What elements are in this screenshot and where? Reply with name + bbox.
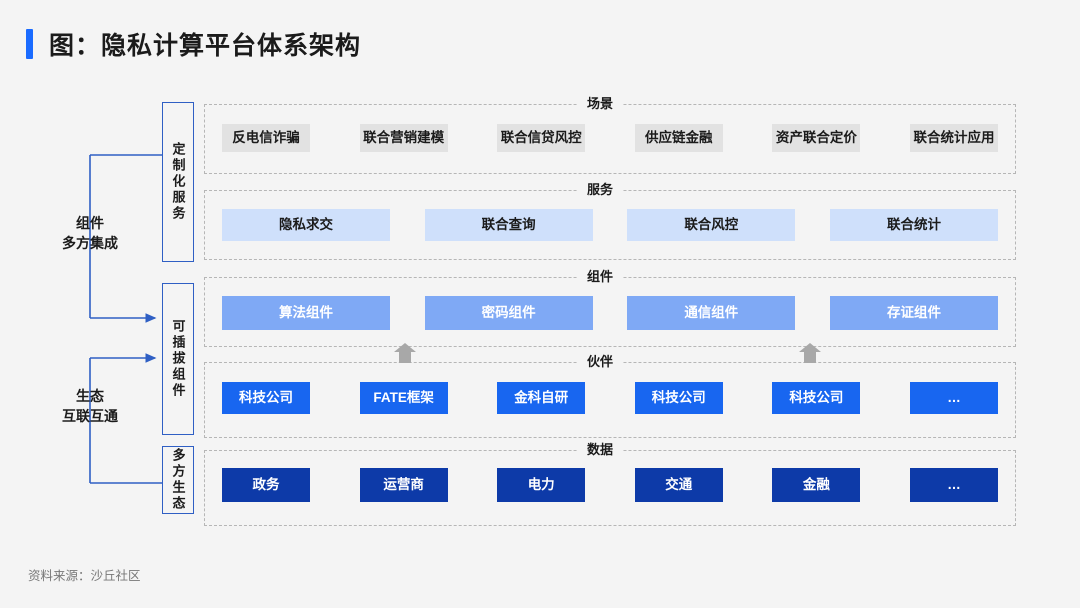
group-caption-integration-line1: 组件 <box>76 215 104 231</box>
component-cell[interactable]: 存证组件 <box>829 296 998 330</box>
data-cell[interactable]: 交通 <box>634 468 723 502</box>
scene-cell[interactable]: 联合营销建模 <box>359 124 448 152</box>
partner-cell[interactable]: 科技公司 <box>634 382 723 414</box>
page-title: 图：隐私计算平台体系架构 <box>49 32 362 60</box>
service-cell[interactable]: 联合查询 <box>424 209 593 241</box>
service-cell[interactable]: 隐私求交 <box>222 209 390 241</box>
group-caption-ecosystem: 生态 互联互通 <box>38 386 142 427</box>
row-scene-cells: 反电信诈骗 联合营销建模 联合信贷风控 供应链金融 资产联合定价 联合统计应用 <box>222 124 998 152</box>
data-cell[interactable]: 电力 <box>497 468 586 502</box>
band-label-component: 组件 <box>576 270 624 283</box>
vertical-label-custom-service[interactable]: 定制化服务 <box>162 102 194 262</box>
row-data-cells: 政务 运营商 电力 交通 金融 … <box>222 468 998 502</box>
data-cell[interactable]: 政务 <box>222 468 310 502</box>
title-accent-bar <box>26 29 33 59</box>
component-cell[interactable]: 算法组件 <box>222 296 390 330</box>
arrow-up-icon <box>394 343 416 363</box>
service-cell[interactable]: 联合统计 <box>829 209 998 241</box>
component-cell[interactable]: 通信组件 <box>627 296 796 330</box>
band-label-service: 服务 <box>576 183 624 196</box>
group-caption-integration: 组件 多方集成 <box>38 213 142 254</box>
partner-cell-more[interactable]: … <box>909 382 998 414</box>
band-label-partner: 伙伴 <box>576 355 624 368</box>
band-label-data: 数据 <box>576 443 624 456</box>
partner-cell[interactable]: 金科自研 <box>497 382 586 414</box>
scene-cell[interactable]: 供应链金融 <box>634 124 723 152</box>
service-cell[interactable]: 联合风控 <box>627 209 796 241</box>
scene-cell[interactable]: 联合统计应用 <box>909 124 998 152</box>
vertical-label-multiparty-ecosystem[interactable]: 多方生态 <box>162 446 194 514</box>
data-cell[interactable]: 金融 <box>772 468 861 502</box>
vertical-label-pluggable-component[interactable]: 可插拔组件 <box>162 283 194 435</box>
group-caption-ecosystem-line2: 互联互通 <box>62 408 118 425</box>
component-cell[interactable]: 密码组件 <box>424 296 593 330</box>
row-partner-cells: 科技公司 FATE框架 金科自研 科技公司 科技公司 … <box>222 382 998 414</box>
data-cell[interactable]: 运营商 <box>359 468 448 502</box>
band-label-scene: 场景 <box>576 97 624 110</box>
scene-cell[interactable]: 反电信诈骗 <box>222 124 310 152</box>
row-component-cells: 算法组件 密码组件 通信组件 存证组件 <box>222 296 998 330</box>
source-note: 资料来源：沙丘社区 <box>28 569 141 583</box>
data-cell-more[interactable]: … <box>909 468 998 502</box>
partner-cell[interactable]: FATE框架 <box>359 382 448 414</box>
partner-cell[interactable]: 科技公司 <box>222 382 310 414</box>
page-title-bar: 图：隐私计算平台体系架构 <box>26 26 361 62</box>
scene-cell[interactable]: 联合信贷风控 <box>497 124 586 152</box>
arrow-up-icon <box>799 343 821 363</box>
group-caption-ecosystem-line1: 生态 <box>76 388 104 404</box>
group-caption-integration-line2: 多方集成 <box>62 235 118 252</box>
scene-cell[interactable]: 资产联合定价 <box>772 124 861 152</box>
row-service-cells: 隐私求交 联合查询 联合风控 联合统计 <box>222 209 998 241</box>
partner-cell[interactable]: 科技公司 <box>772 382 861 414</box>
